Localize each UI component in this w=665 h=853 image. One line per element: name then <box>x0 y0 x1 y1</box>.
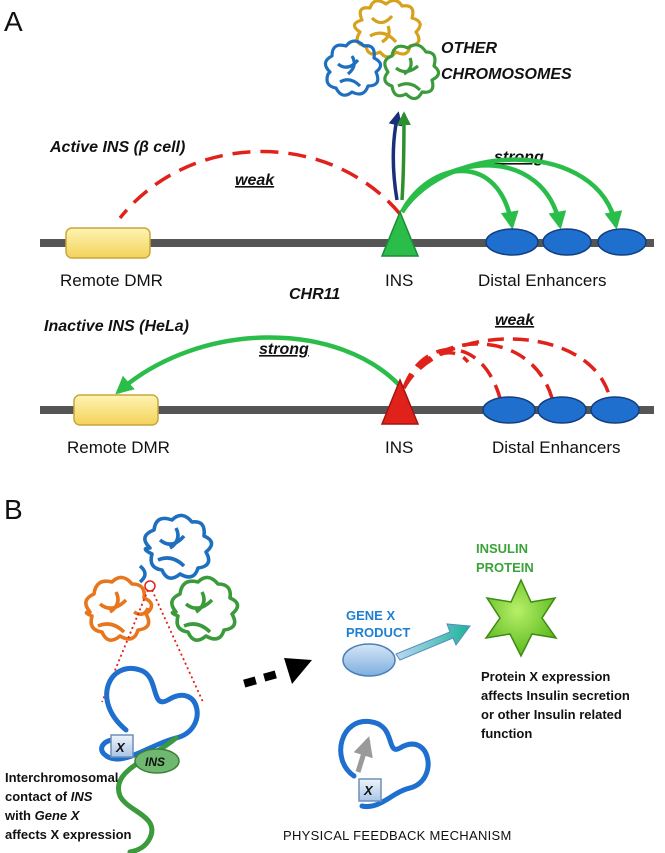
chr11-label: CHR11 <box>289 286 340 303</box>
gene-x-product-oval <box>342 643 396 677</box>
gene-x-box-left <box>110 734 134 758</box>
enhancer-oval <box>482 396 536 424</box>
insulin-protein-star-icon <box>484 578 558 658</box>
weak-label-bottom: weak <box>495 312 535 329</box>
physical-feedback-mechanism-label: PHYSICAL FEEDBACK MECHANISM <box>283 828 512 843</box>
dashed-transition-arrow <box>243 658 312 688</box>
enhancer-oval <box>542 228 592 256</box>
enhancer-oval <box>590 396 640 424</box>
enhancer-oval <box>537 396 587 424</box>
panel-label-b: B <box>4 494 23 525</box>
remote-dmr-label-active: Remote DMR <box>60 271 163 290</box>
weak-contact-arcs-enhancers <box>402 337 612 399</box>
weak-label-top: weak <box>235 172 275 189</box>
remote-dmr-box-inactive <box>73 394 159 426</box>
ins-label-inactive: INS <box>385 438 413 457</box>
gene-x-box-right-label: X <box>363 783 374 798</box>
protein-x-effect-text: Protein X expression affects Insulin sec… <box>481 669 633 741</box>
gene-x-product-label: GENE X PRODUCT <box>346 608 410 640</box>
ins-label-active: INS <box>385 271 413 290</box>
strong-label-bottom: strong <box>259 341 309 358</box>
strong-contact-arc-1 <box>400 168 519 230</box>
strong-contact-arc-dmr <box>115 335 404 395</box>
trans-contact-arrow-green <box>396 111 411 201</box>
expression-arrow-gray <box>353 736 373 773</box>
product-to-insulin-arrow <box>395 623 471 661</box>
enhancer-oval <box>485 228 539 256</box>
strong-contact-arc-3 <box>400 157 623 230</box>
insulin-protein-label: INSULIN PROTEIN <box>476 541 534 575</box>
remote-dmr-box-active <box>65 227 151 259</box>
other-chromosomes-icon <box>323 0 441 101</box>
distal-enhancers-label-active: Distal Enhancers <box>478 271 607 290</box>
chromosome-territories-icon <box>84 513 240 642</box>
enhancer-oval <box>597 228 647 256</box>
weak-contact-arc-dmr <box>118 149 402 220</box>
trans-contact-arrow-blue <box>388 111 403 201</box>
distal-enhancers-label-inactive: Distal Enhancers <box>492 438 621 457</box>
other-chromosomes-label: OTHER CHROMOSOMES <box>441 40 572 83</box>
panel-label-a: A <box>4 6 23 37</box>
contact-point-circle <box>144 580 156 592</box>
inactive-ins-title: Inactive INS (HeLa) <box>44 318 189 335</box>
ins-oval-label: INS <box>145 755 165 769</box>
chromosome-line-inactive <box>40 406 654 414</box>
distal-enhancers-active <box>485 228 647 256</box>
chromosome-line-active <box>40 239 654 247</box>
gene-x-box-left-label: X <box>115 740 126 755</box>
gene-x-box-right <box>358 778 382 802</box>
ins-triangle-inactive <box>380 378 420 425</box>
ins-oval <box>134 748 180 774</box>
chromatin-loop-right <box>338 719 431 810</box>
distal-enhancers-inactive <box>482 396 640 424</box>
active-ins-title: Active INS (β cell) <box>49 139 185 156</box>
ins-triangle-active <box>380 210 420 257</box>
chromatin-loop-blue <box>99 666 200 762</box>
remote-dmr-label-inactive: Remote DMR <box>67 438 170 457</box>
interchromosomal-caption: Interchromosomal contact of INS with Gen… <box>4 770 132 842</box>
